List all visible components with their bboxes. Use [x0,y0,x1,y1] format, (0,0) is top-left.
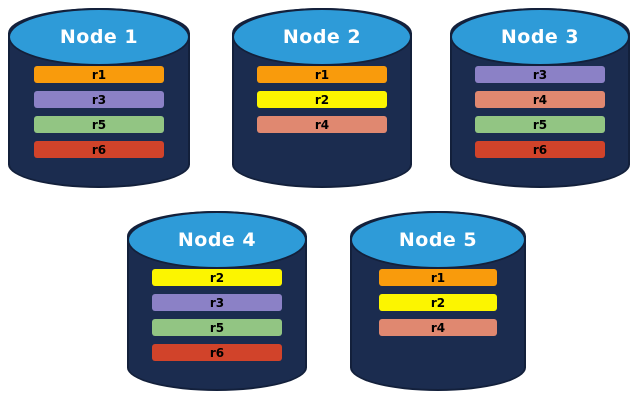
replica-label: r2 [430,295,446,310]
replica-bar-r4[interactable]: r4 [257,116,387,133]
replica-label: r5 [91,117,107,132]
replica-bar-r2[interactable]: r2 [257,91,387,108]
replica-label: r2 [209,270,225,285]
replica-label: r6 [532,142,548,157]
cylinder-top-ellipse: Node 2 [232,8,412,66]
replica-bar-r4[interactable]: r4 [475,91,605,108]
replica-label: r5 [209,320,225,335]
replica-label: r1 [430,270,446,285]
node-cylinder-5[interactable]: Node 5 r1 r2 r4 [350,211,526,391]
replica-bar-r6[interactable]: r6 [475,141,605,158]
replica-stack: r2 r3 r5 r6 [127,269,307,361]
cylinder-top-ellipse: Node 5 [350,211,526,269]
node-label: Node 5 [398,229,478,251]
node-label: Node 1 [59,26,139,48]
replica-bar-r2[interactable]: r2 [152,269,282,286]
replica-label: r6 [209,345,225,360]
replica-bar-r3[interactable]: r3 [152,294,282,311]
replica-bar-r1[interactable]: r1 [379,269,497,286]
replica-bar-r5[interactable]: r5 [34,116,164,133]
replica-label: r3 [532,67,548,82]
replica-stack: r1 r2 r4 [232,66,412,133]
replica-bar-r1[interactable]: r1 [257,66,387,83]
cylinder-top-ellipse: Node 1 [8,8,190,66]
node-label: Node 4 [177,229,257,251]
node-cylinder-3[interactable]: Node 3 r3 r4 r5 r6 [450,8,630,188]
replica-bar-r2[interactable]: r2 [379,294,497,311]
replica-label: r1 [91,67,107,82]
node-label: Node 2 [282,26,362,48]
replica-label: r2 [314,92,330,107]
replica-bar-r3[interactable]: r3 [34,91,164,108]
replica-bar-r5[interactable]: r5 [152,319,282,336]
node-label: Node 3 [500,26,580,48]
cylinder-top-ellipse: Node 4 [127,211,307,269]
replica-bar-r5[interactable]: r5 [475,116,605,133]
replica-stack: r1 r3 r5 r6 [8,66,190,158]
replica-bar-r6[interactable]: r6 [34,141,164,158]
replica-label: r4 [430,320,446,335]
node-cylinder-4[interactable]: Node 4 r2 r3 r5 r6 [127,211,307,391]
replica-label: r6 [91,142,107,157]
replica-label: r4 [314,117,330,132]
replica-stack: r1 r2 r4 [350,269,526,336]
replica-bar-r4[interactable]: r4 [379,319,497,336]
replica-bar-r3[interactable]: r3 [475,66,605,83]
replica-label: r3 [91,92,107,107]
replica-label: r3 [209,295,225,310]
replica-label: r1 [314,67,330,82]
replica-label: r4 [532,92,548,107]
replica-label: r5 [532,117,548,132]
node-cylinder-1[interactable]: Node 1 r1 r3 r5 r6 [8,8,190,188]
cylinder-top-ellipse: Node 3 [450,8,630,66]
replica-bar-r6[interactable]: r6 [152,344,282,361]
replica-stack: r3 r4 r5 r6 [450,66,630,158]
replica-bar-r1[interactable]: r1 [34,66,164,83]
node-cylinder-2[interactable]: Node 2 r1 r2 r4 [232,8,412,188]
